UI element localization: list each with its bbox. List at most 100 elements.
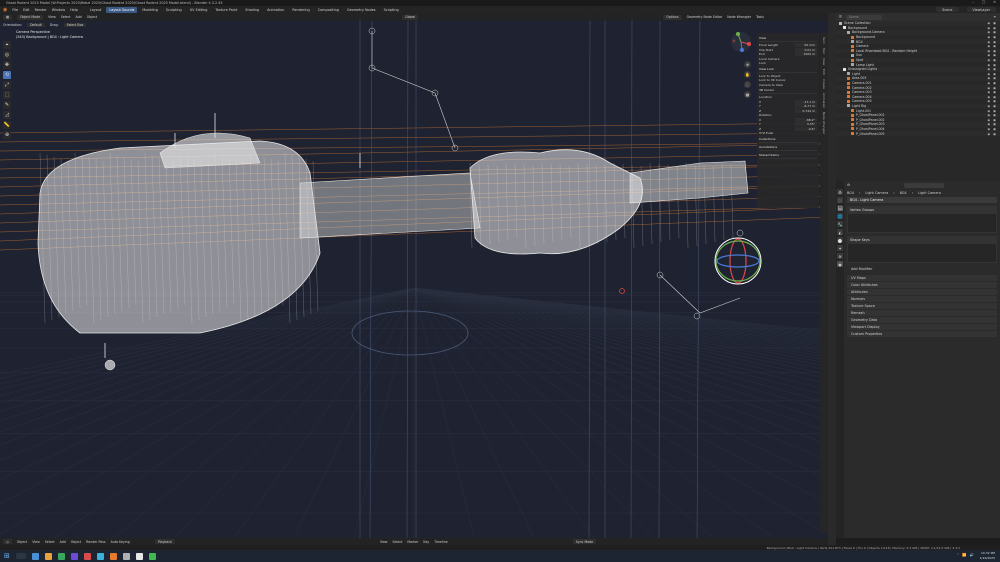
taskbar-app-icon[interactable] [44, 552, 52, 560]
visibility-eye-icon[interactable]: ◉ [987, 58, 991, 63]
crumb-object[interactable]: BG4 [847, 190, 855, 195]
viewport-scene[interactable] [0, 13, 828, 538]
cursor-loc-x[interactable]: -17.1 m [795, 99, 817, 104]
menu-view[interactable]: View [48, 15, 56, 19]
datablock-name-field[interactable]: BG4 - Light Camera [847, 197, 997, 203]
bottom-view[interactable]: View [32, 539, 40, 544]
outliner-row[interactable]: Scene Collection◉▣ [836, 21, 1000, 26]
taskbar-app-icon[interactable] [135, 552, 143, 560]
outliner-row[interactable]: P_GhostPanel.003◉▣ [836, 122, 1000, 127]
tool-icon[interactable]: ⬚ [3, 91, 11, 99]
visibility-eye-icon[interactable]: ◉ [987, 94, 991, 99]
crumb-object-2[interactable]: BG4 [899, 190, 907, 195]
outliner-row[interactable]: P_GhostPanel.005◉▣ [836, 131, 1000, 136]
render-camera-icon[interactable]: ▣ [993, 117, 996, 122]
cursor-loc-y[interactable]: -6.77 m [795, 104, 817, 109]
outliner-row[interactable]: Spot◉▣ [836, 57, 1000, 63]
tool-icon[interactable]: ⤢ [3, 81, 11, 89]
add-modifier-button[interactable]: Add Modifier [851, 267, 873, 271]
tool-icon[interactable]: ◎ [3, 51, 11, 59]
bottom-auto-keying[interactable]: Auto Keying [110, 539, 130, 544]
minimize-button[interactable]: – [972, 0, 974, 4]
properties-tab-icon[interactable]: 🌐 [837, 213, 843, 219]
cursor-rot-x[interactable]: -88.2° [795, 117, 817, 122]
sidebar-tab[interactable]: Item [822, 37, 826, 44]
workspace-tab[interactable]: Scripting [383, 7, 399, 12]
taskbar-app-icon[interactable] [70, 552, 78, 560]
workspace-tab[interactable]: Layout Sounds [106, 6, 138, 13]
properties-tab-icon[interactable]: 🎥 [837, 197, 843, 203]
visibility-eye-icon[interactable]: ◉ [987, 71, 991, 76]
workspace-tab[interactable]: Texture Paint [215, 7, 238, 12]
outliner-row[interactable]: Camera.005◉▣ [836, 99, 1000, 104]
visibility-eye-icon[interactable]: ◉ [987, 30, 991, 35]
timeline-key[interactable]: Key [423, 539, 430, 544]
outliner-row[interactable]: Lamp Light◉▣ [836, 62, 1000, 67]
outliner-search-input[interactable]: Scene [845, 14, 882, 20]
render-camera-icon[interactable]: ▣ [993, 35, 996, 40]
visibility-eye-icon[interactable]: ◉ [987, 131, 991, 136]
tool-icon[interactable]: ◿ [3, 111, 11, 119]
workspace-tab[interactable]: Shading [245, 7, 260, 12]
render-camera-icon[interactable]: ▣ [993, 44, 996, 49]
editor-type-button[interactable]: ▦ [3, 14, 13, 20]
menu-render[interactable]: Render [34, 7, 47, 12]
visibility-eye-icon[interactable]: ◉ [987, 81, 991, 86]
3d-cursor-header[interactable]: 3D Cursor [759, 87, 817, 94]
crumb-data[interactable]: Light Camera [865, 190, 889, 195]
render-camera-icon[interactable]: ▣ [993, 53, 996, 58]
render-camera-icon[interactable]: ▣ [993, 67, 996, 72]
visibility-eye-icon[interactable]: ◉ [987, 53, 991, 58]
render-camera-icon[interactable]: ▣ [993, 62, 996, 67]
network-icon[interactable]: 📶 [962, 553, 967, 557]
render-camera-icon[interactable]: ▣ [993, 126, 996, 131]
outliner-row[interactable]: BG4◉▣ [836, 39, 1000, 44]
timeline-marker[interactable]: Marker [407, 539, 419, 544]
outliner-row[interactable]: Camera.002◉▣ [836, 85, 1000, 90]
sidebar-tab[interactable]: Edit [822, 68, 826, 75]
camera-to-view-row[interactable]: Camera to View [759, 82, 783, 87]
workspace-tab[interactable]: Layout [89, 7, 102, 12]
drag-dropdown[interactable]: Select Box [63, 22, 87, 27]
visibility-eye-icon[interactable]: ◉ [987, 21, 991, 26]
properties-section-header[interactable]: Geometry Data [847, 317, 997, 323]
tool-icon[interactable]: 📏 [3, 121, 11, 129]
taskbar-app-icon[interactable] [57, 552, 65, 560]
render-camera-icon[interactable]: ▣ [993, 58, 996, 63]
outliner-row[interactable]: Background.Camera◉▣ [836, 30, 1000, 35]
timeline-editor-type[interactable]: ◷ [3, 539, 12, 544]
visibility-eye-icon[interactable]: ◉ [987, 103, 991, 108]
tool-icon[interactable]: ⌖ [3, 41, 11, 49]
tool-icon[interactable]: ⟲ [3, 71, 11, 79]
taskbar-clock[interactable]: 10:32 PM 1/16/2025 [980, 551, 995, 560]
workspace-tab[interactable]: Geometry Nodes [346, 7, 376, 12]
outliner-row[interactable]: Camera◉▣ [836, 44, 1000, 49]
annotations-header[interactable]: Annotations [759, 144, 817, 151]
menu-file[interactable]: File [12, 7, 19, 12]
sidebar-tab[interactable]: Create [822, 78, 826, 89]
shape-keys-list[interactable] [847, 243, 997, 263]
bottom-add[interactable]: Add [59, 539, 66, 544]
collections-header[interactable]: Collections [759, 136, 817, 143]
tool-icon[interactable]: ✥ [3, 61, 11, 69]
sidebar-tab[interactable]: Animation [822, 92, 826, 108]
sync-mode-dropdown[interactable]: Sync Mode [572, 539, 597, 544]
navigation-gizmo[interactable] [730, 31, 752, 53]
visibility-eye-icon[interactable]: ◉ [987, 108, 991, 113]
properties-tab-icon[interactable]: ◭ [837, 229, 843, 235]
bottom-render-pass[interactable]: Render Pass [86, 539, 106, 544]
render-camera-icon[interactable]: ▣ [993, 131, 996, 136]
menu-help[interactable]: Help [70, 7, 78, 12]
workspace-tab[interactable]: Rendering [292, 7, 310, 12]
volume-icon[interactable]: 🔊 [969, 553, 974, 557]
sidebar-tab[interactable]: View [822, 57, 826, 65]
cursor-rot-z[interactable]: -0.6° [795, 126, 817, 131]
properties-editor-icon[interactable]: ⚙ [847, 183, 851, 187]
properties-tab-icon[interactable]: ◉ [837, 261, 843, 267]
viewport-nav-icon[interactable]: ⊕ [744, 61, 751, 68]
properties-tab-icon[interactable]: 🔧 [837, 221, 843, 227]
render-camera-icon[interactable]: ▣ [993, 85, 996, 90]
3d-viewport[interactable]: ▦ Object Mode View Select Add Object Glo… [0, 13, 828, 538]
render-camera-icon[interactable]: ▣ [993, 113, 996, 118]
timeline-select[interactable]: Select [392, 539, 403, 544]
